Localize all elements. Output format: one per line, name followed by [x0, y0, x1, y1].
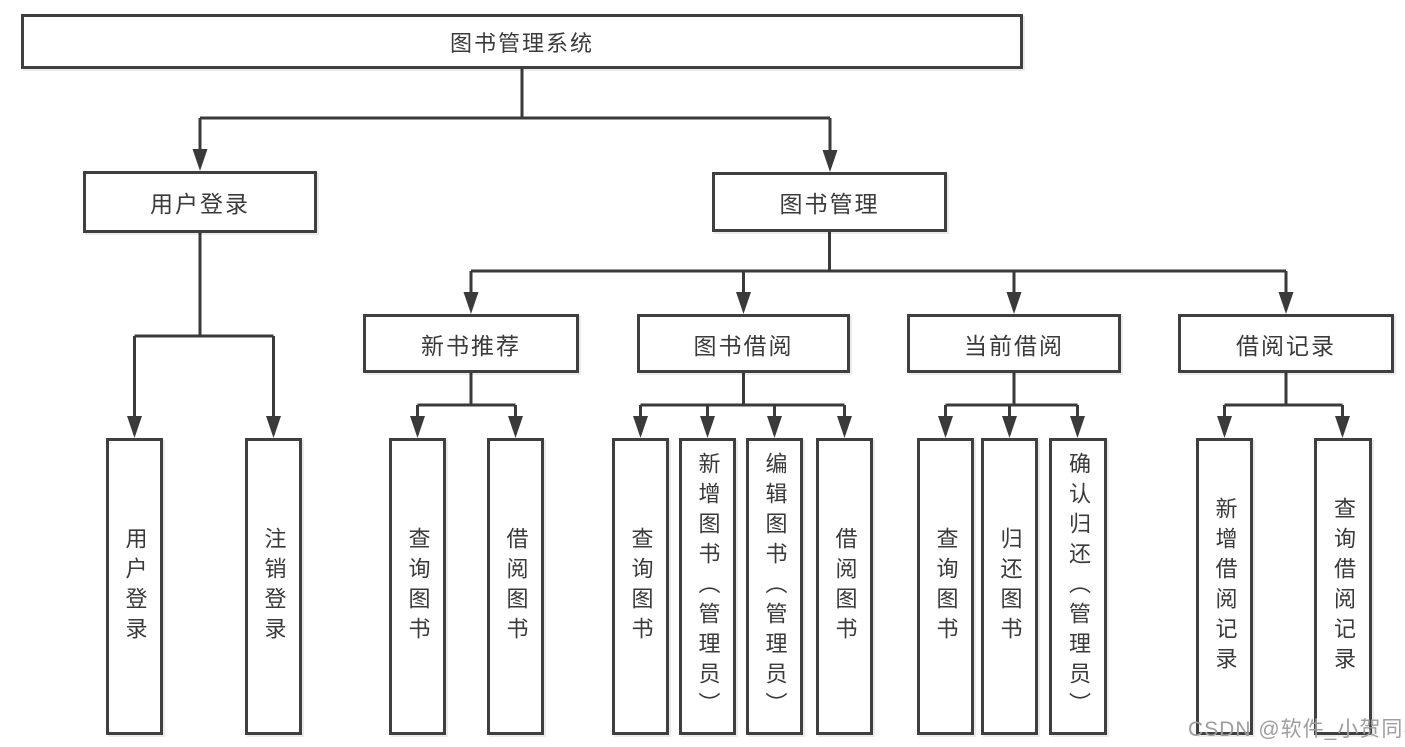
node-library-management-system: 图书管理系统	[21, 14, 1023, 69]
node-borrow-records: 借阅记录	[1178, 314, 1394, 373]
node-label: 查询借阅记录	[1331, 496, 1356, 677]
node-book-borrow: 图书借阅	[637, 314, 850, 373]
node-leaf-query-books-current: 查询图书	[917, 438, 974, 735]
node-user-login: 用户登录	[83, 171, 317, 233]
node-label: 查询图书	[933, 526, 959, 647]
node-label: 查询图书	[405, 526, 431, 647]
node-leaf-return-books: 归还图书	[981, 438, 1038, 735]
node-label: 新增借阅记录	[1212, 496, 1238, 677]
node-label: 借阅图书	[503, 526, 529, 647]
node-label: 图书借阅	[693, 332, 794, 359]
node-label: 归还图书	[997, 526, 1023, 647]
arrowheads	[127, 149, 1350, 438]
node-leaf-confirm-return-admin: 确认归还（管理员）	[1049, 438, 1107, 735]
node-label: 注销登录	[261, 526, 287, 647]
node-label: 用户登录	[150, 191, 250, 217]
node-book-management: 图书管理	[712, 172, 947, 232]
node-new-book-recommend: 新书推荐	[363, 314, 579, 373]
node-current-borrow: 当前借阅	[907, 314, 1121, 373]
node-label: 图书管理	[779, 191, 880, 217]
node-leaf-query-borrow-record: 查询借阅记录	[1314, 438, 1372, 735]
csdn-watermark: CSDN @软件_小贺同学	[1188, 718, 1405, 741]
node-label: 借阅图书	[832, 526, 858, 647]
node-leaf-edit-books-admin: 编辑图书（管理员）	[746, 438, 803, 735]
node-label: 新增图书（管理员）	[695, 451, 721, 722]
node-label: 新书推荐	[421, 332, 521, 359]
node-leaf-logout: 注销登录	[245, 438, 302, 735]
node-leaf-query-books-recommend: 查询图书	[389, 438, 446, 735]
node-label: 确认归还（管理员）	[1066, 451, 1091, 722]
node-label: 查询图书	[628, 526, 654, 647]
node-leaf-borrow-books: 借阅图书	[816, 438, 873, 735]
node-label: 用户登录	[122, 526, 148, 647]
node-label: 图书管理系统	[449, 30, 594, 56]
node-label: 编辑图书（管理员）	[762, 451, 788, 722]
node-leaf-query-books-borrow: 查询图书	[612, 438, 669, 735]
node-leaf-user-login: 用户登录	[106, 438, 163, 735]
node-leaf-add-borrow-record: 新增借阅记录	[1196, 438, 1253, 735]
node-leaf-add-books-admin: 新增图书（管理员）	[679, 438, 736, 735]
node-label: 借阅记录	[1236, 332, 1336, 359]
node-label: 当前借阅	[964, 332, 1064, 359]
node-leaf-borrow-books-recommend: 借阅图书	[487, 438, 544, 735]
